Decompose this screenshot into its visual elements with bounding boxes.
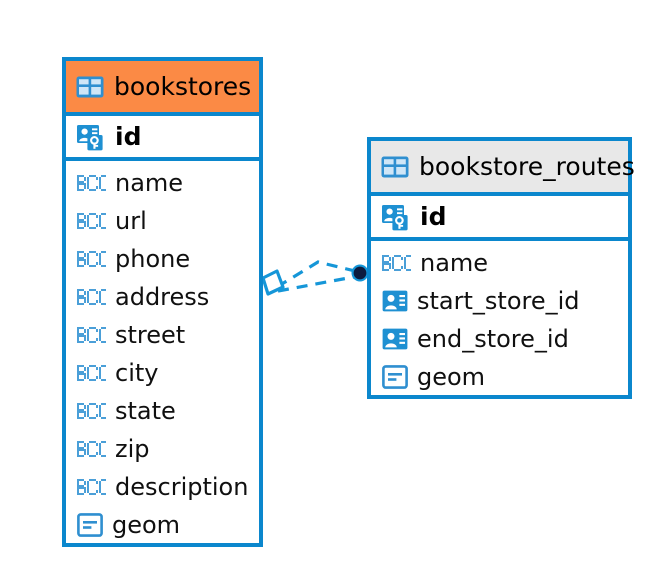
entity-table-bookstores[interactable]: bookstores id (62, 57, 263, 547)
entity-table-bookstore-routes[interactable]: bookstore_routes id (367, 137, 635, 399)
primary-key-icon (77, 124, 103, 150)
geometry-icon (382, 365, 408, 389)
primary-key-label-bookstore-routes: id (420, 202, 447, 231)
relationship-connector[interactable] (255, 240, 385, 320)
field-list-bookstore-routes: name start_store_id (371, 241, 628, 396)
relationship-line-lower (277, 274, 360, 293)
field-list-bookstores: name url phone (66, 161, 259, 544)
field-row-city[interactable]: city (66, 354, 259, 392)
entity-header-bookstore-routes: bookstore_routes (371, 141, 635, 192)
relationship-diamond-marker (261, 269, 285, 296)
abc-text-icon (77, 441, 106, 457)
relationship-line-upper (276, 260, 360, 289)
field-label-description: description (115, 473, 249, 501)
field-label-start-store-id: start_store_id (417, 287, 580, 315)
field-row-phone[interactable]: phone (66, 240, 259, 278)
field-row-routes-geom[interactable]: geom (371, 358, 628, 396)
primary-key-label-bookstores: id (115, 122, 142, 151)
abc-text-icon (77, 365, 106, 381)
entity-title-bookstore-routes: bookstore_routes (419, 152, 635, 181)
abc-text-icon (77, 289, 106, 305)
foreign-key-icon (382, 290, 408, 312)
field-row-state[interactable]: state (66, 392, 259, 430)
table-icon (76, 76, 104, 97)
primary-key-row-bookstore-routes[interactable]: id (371, 192, 628, 241)
field-label-city: city (115, 359, 159, 387)
field-label-end-store-id: end_store_id (417, 325, 569, 353)
abc-text-icon (77, 327, 106, 343)
field-label-routes-name: name (420, 249, 489, 277)
field-label-geom: geom (112, 511, 181, 539)
entity-title-bookstores: bookstores (114, 72, 252, 101)
field-row-zip[interactable]: zip (66, 430, 259, 468)
field-label-routes-geom: geom (417, 363, 486, 391)
entity-header-bookstores: bookstores (66, 61, 259, 112)
field-row-start-store-id[interactable]: start_store_id (371, 282, 628, 320)
field-row-routes-name[interactable]: name (371, 244, 628, 282)
primary-key-icon (382, 204, 408, 230)
field-label-url: url (115, 207, 147, 235)
field-label-state: state (115, 397, 176, 425)
field-row-description[interactable]: description (66, 468, 259, 506)
field-label-name: name (115, 169, 184, 197)
geometry-icon (77, 513, 103, 537)
field-row-end-store-id[interactable]: end_store_id (371, 320, 628, 358)
abc-text-icon (77, 251, 106, 267)
abc-text-icon (382, 255, 411, 271)
abc-text-icon (77, 403, 106, 419)
field-row-street[interactable]: street (66, 316, 259, 354)
field-row-name[interactable]: name (66, 164, 259, 202)
primary-key-row-bookstores[interactable]: id (66, 112, 259, 161)
abc-text-icon (77, 175, 106, 191)
field-row-geom[interactable]: geom (66, 506, 259, 544)
relationship-circle-marker (351, 264, 369, 282)
field-label-phone: phone (115, 245, 191, 273)
field-row-url[interactable]: url (66, 202, 259, 240)
abc-text-icon (77, 213, 106, 229)
abc-text-icon (77, 479, 106, 495)
field-row-address[interactable]: address (66, 278, 259, 316)
field-label-street: street (115, 321, 186, 349)
foreign-key-icon (382, 328, 408, 350)
table-icon (381, 156, 409, 177)
field-label-zip: zip (115, 435, 150, 463)
field-label-address: address (115, 283, 210, 311)
